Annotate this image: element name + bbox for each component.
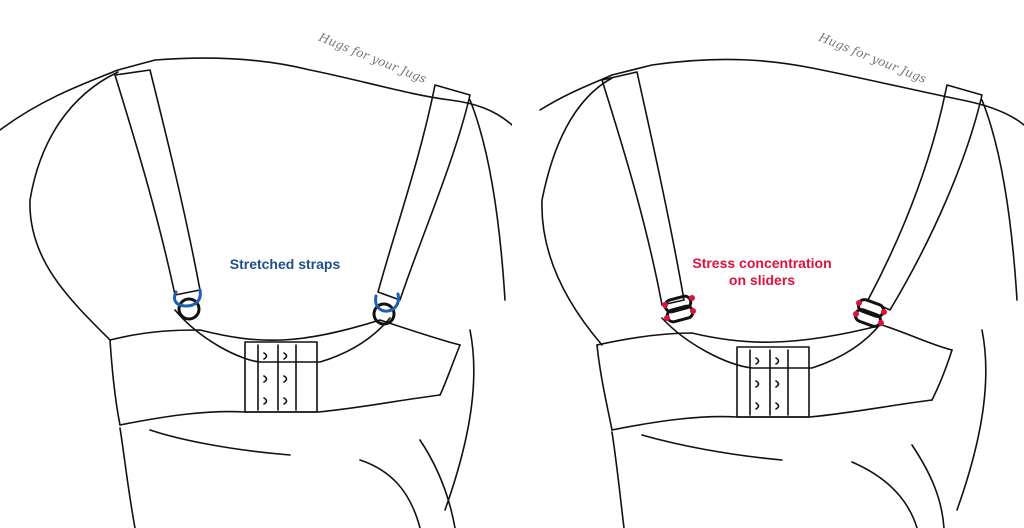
- right-ring: [372, 302, 396, 326]
- hook-panel: [736, 346, 810, 418]
- red-stress-dot-icon: [662, 295, 887, 326]
- body-outline: [0, 57, 512, 131]
- band-top: [109, 319, 461, 346]
- band-lower: [661, 317, 883, 369]
- band-left-edge: [596, 344, 613, 431]
- lower-back-right: [911, 444, 945, 528]
- left-shoulder: [29, 71, 119, 341]
- left-shoulder: [541, 77, 613, 346]
- band-right-edge: [439, 344, 461, 396]
- band-top: [596, 324, 953, 351]
- band-left-edge: [109, 339, 121, 426]
- hook-panel: [244, 341, 318, 413]
- right-strap: [867, 84, 983, 311]
- label-stretched-straps: Stretched straps: [229, 256, 341, 272]
- bra-back-illustration-right: [539, 58, 1024, 528]
- lower-back-right: [419, 439, 456, 528]
- right-strap: [377, 84, 471, 301]
- panel-stress-concentration: Stress concentration on sliders Hugs for…: [512, 0, 1024, 528]
- right-side-lower: [444, 329, 475, 511]
- right-side-lower: [956, 329, 987, 511]
- right-side-contour: [981, 99, 1018, 301]
- left-strap: [601, 71, 685, 306]
- lower-back-crease: [641, 434, 783, 461]
- blue-hook-icon: [172, 288, 400, 313]
- band-right-edge: [931, 349, 953, 401]
- label-stress-concentration: Stress concentration on sliders: [692, 255, 832, 288]
- left-strap: [114, 69, 201, 296]
- panel-stretched-straps: Stretched straps Hugs for your Jugs: [0, 30, 512, 528]
- left-ring: [177, 297, 201, 321]
- bra-back-illustration-left: [0, 57, 512, 528]
- band-bottom: [119, 394, 441, 426]
- lower-back-left: [611, 431, 625, 528]
- lower-back-crease: [149, 429, 291, 456]
- body-outline: [539, 58, 1024, 126]
- lower-back-left: [119, 427, 136, 528]
- band-lower: [174, 309, 391, 363]
- right-side-contour: [469, 99, 506, 301]
- band-bottom: [611, 399, 933, 431]
